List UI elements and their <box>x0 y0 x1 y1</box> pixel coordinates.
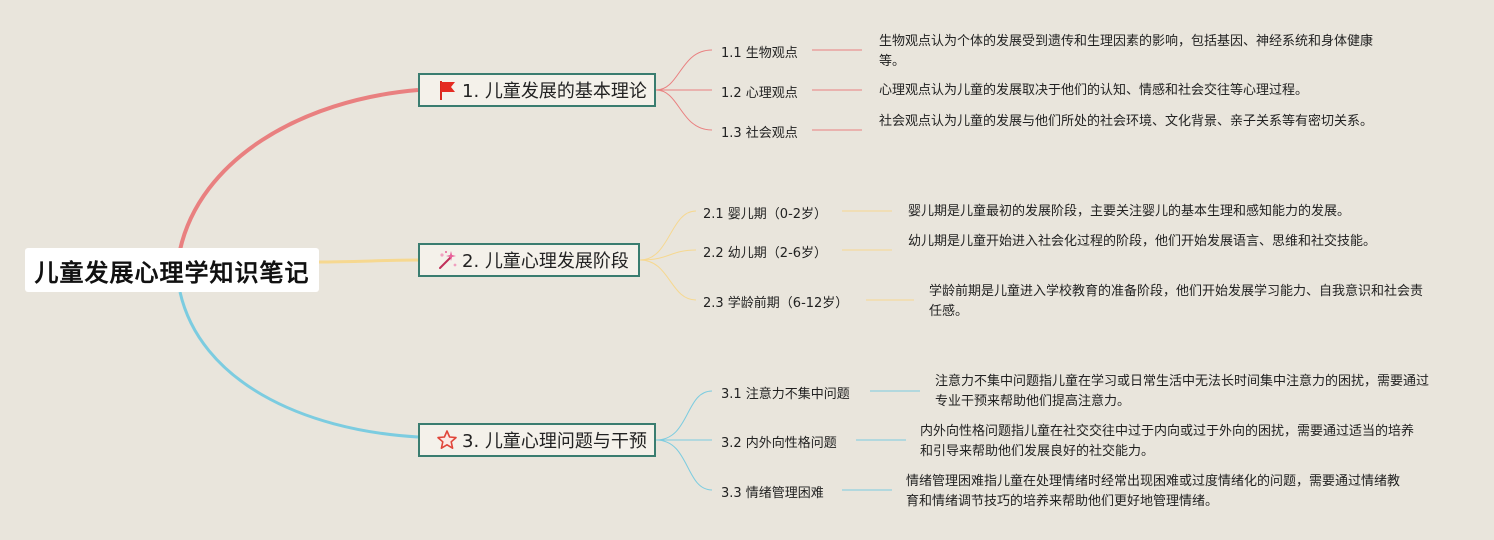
branch-label-1: 1. 儿童发展的基本理论 <box>462 81 647 102</box>
subtopic-1-1[interactable]: 1.1 生物观点 <box>721 46 798 61</box>
description-3-3[interactable]: 情绪管理困难指儿童在处理情绪时经常出现困难或过度情绪化的问题，需要通过情绪教育和… <box>906 474 1401 509</box>
root-topic[interactable]: 儿童发展心理学知识笔记 <box>25 248 319 292</box>
branch-label-3: 3. 儿童心理问题与干预 <box>462 431 647 452</box>
subtopic-3-2[interactable]: 3.2 内外向性格问题 <box>721 436 837 451</box>
description-3-1[interactable]: 注意力不集中问题指儿童在学习或日常生活中无法长时间集中注意力的困扰，需要通过专业… <box>935 374 1430 409</box>
subtopic-2-1[interactable]: 2.1 婴儿期（0-2岁） <box>703 207 828 222</box>
connector-2-3 <box>639 259 697 301</box>
subtopic-3-3[interactable]: 3.3 情绪管理困难 <box>721 486 824 501</box>
connector-3-1 <box>655 390 713 441</box>
connector-2-1 <box>639 210 697 261</box>
connector-1-1 <box>655 49 713 91</box>
branch-topic-3[interactable]: 3. 儿童心理问题与干预 <box>418 423 656 457</box>
connector-2-2 <box>639 249 697 261</box>
subtopic-2-3[interactable]: 2.3 学龄前期（6-12岁） <box>703 296 849 311</box>
branch-topic-1[interactable]: 1. 儿童发展的基本理论 <box>418 73 656 107</box>
connector-1-3 <box>655 89 713 131</box>
description-3-2[interactable]: 内外向性格问题指儿童在社交交往中过于内向或过于外向的困扰，需要通过适当的培养和引… <box>920 424 1415 459</box>
star-outline-icon <box>436 429 458 451</box>
description-1-2[interactable]: 心理观点认为儿童的发展取决于他们的认知、情感和社会交往等心理过程。 <box>879 83 1309 98</box>
description-1-1[interactable]: 生物观点认为个体的发展受到遗传和生理因素的影响，包括基因、神经系统和身体健康等。 <box>879 34 1374 69</box>
subtopic-2-2[interactable]: 2.2 幼儿期（2-6岁） <box>703 246 828 261</box>
branch-label-2: 2. 儿童心理发展阶段 <box>462 251 629 272</box>
root-title: 儿童发展心理学知识笔记 <box>34 258 310 287</box>
description-2-1[interactable]: 婴儿期是儿童最初的发展阶段，主要关注婴儿的基本生理和感知能力的发展。 <box>908 204 1351 219</box>
connector-root-branch-3 <box>178 291 419 439</box>
subtopic-1-2[interactable]: 1.2 心理观点 <box>721 86 798 101</box>
sparkle-wand-icon <box>436 249 458 271</box>
connector-root-branch-2 <box>317 258 419 264</box>
description-2-2[interactable]: 幼儿期是儿童开始进入社会化过程的阶段，他们开始发展语言、思维和社交技能。 <box>908 234 1377 249</box>
description-2-3[interactable]: 学龄前期是儿童进入学校教育的准备阶段，他们开始发展学习能力、自我意识和社会责任感… <box>929 284 1424 319</box>
branch-topic-2[interactable]: 2. 儿童心理发展阶段 <box>418 243 640 277</box>
connector-3-3 <box>655 439 713 491</box>
subtopic-3-1[interactable]: 3.1 注意力不集中问题 <box>721 387 850 402</box>
red-flag-icon <box>436 79 458 101</box>
subtopic-1-3[interactable]: 1.3 社会观点 <box>721 126 798 141</box>
description-1-3[interactable]: 社会观点认为儿童的发展与他们所处的社会环境、文化背景、亲子关系等有密切关系。 <box>879 114 1374 129</box>
connector-root-branch-1 <box>178 88 419 251</box>
